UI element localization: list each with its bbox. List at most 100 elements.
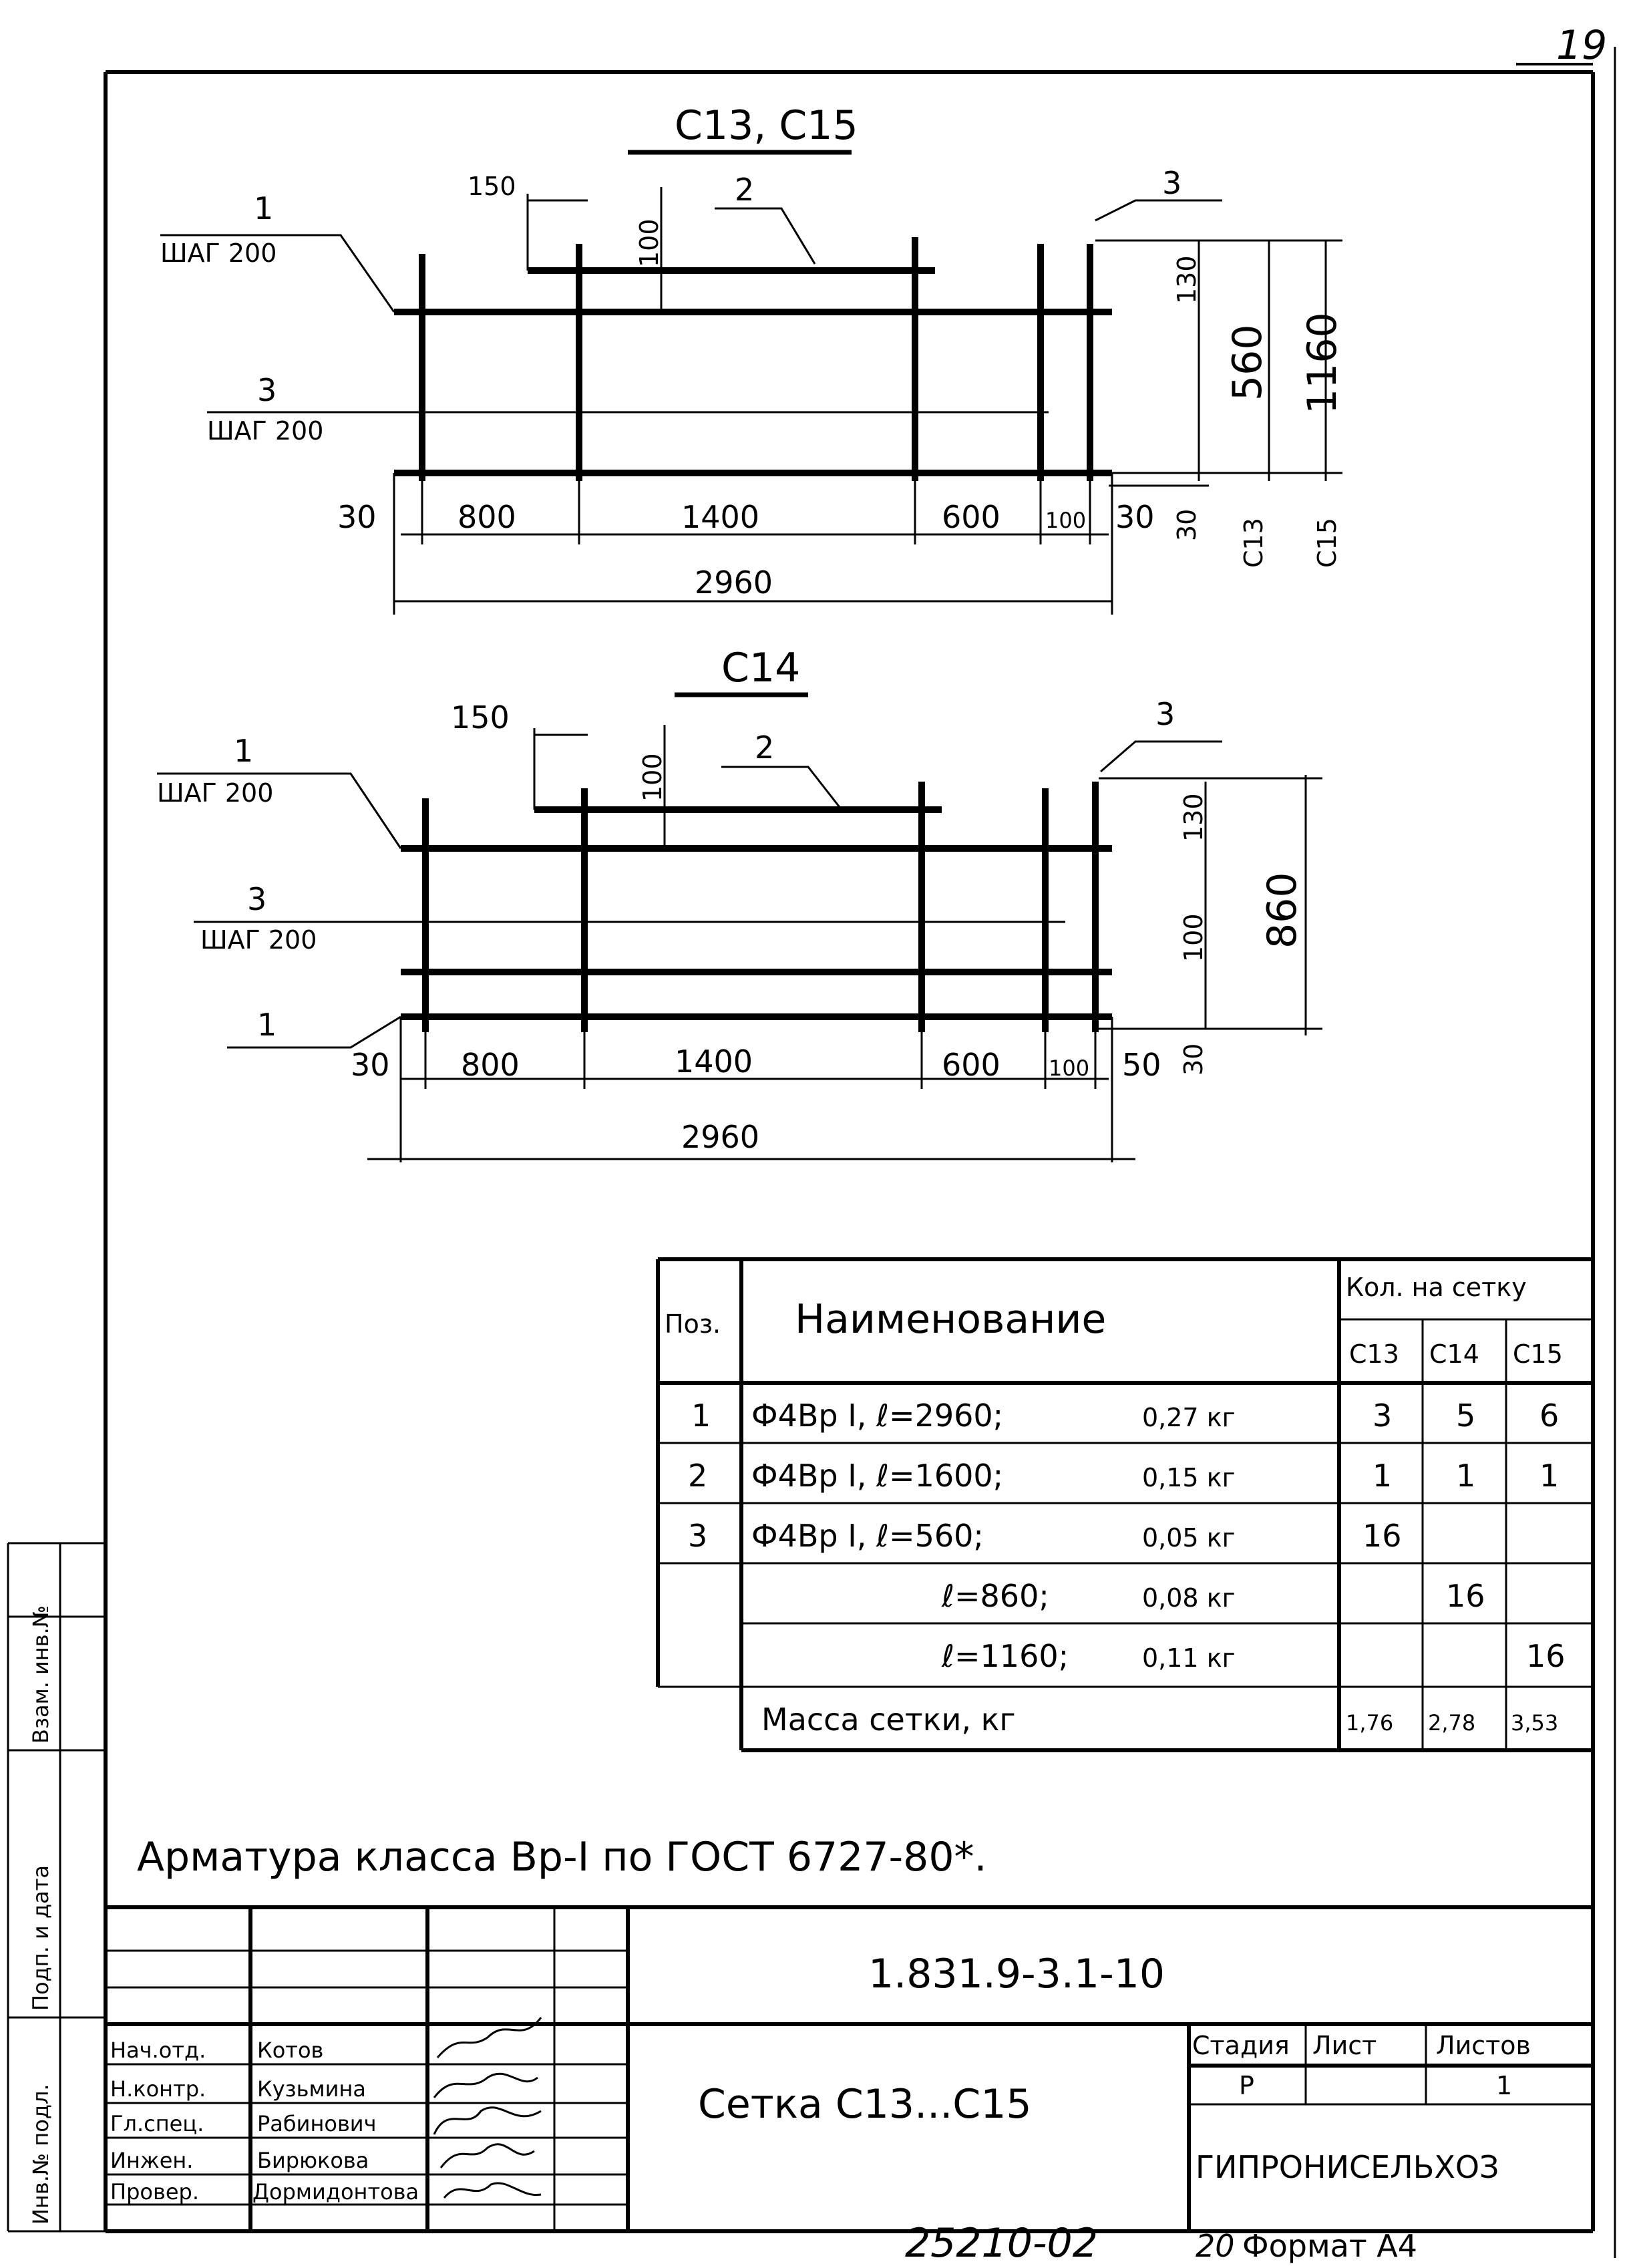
signature: [436, 2017, 542, 2058]
cell-c13: 16: [1362, 1518, 1402, 1554]
total-c15: 3,53: [1511, 1710, 1558, 1736]
tag-c13: С13: [1239, 518, 1268, 568]
label-pos1: 1: [234, 733, 253, 769]
dim-130: 130: [1172, 255, 1202, 304]
stage-value: Р: [1239, 2071, 1254, 2100]
cell-name: Ф4Вр I, ℓ=1600;: [751, 1458, 1003, 1494]
dim-130: 130: [1179, 793, 1208, 842]
title-block: 1.831.9-3.1-10 Сетка С13...С15 Стадия Ли…: [106, 1905, 1593, 2231]
staff-role: Гл.спец.: [110, 2111, 204, 2136]
side-stamp: Инв.№ подл. Подп. и дата Взам. инв.№: [7, 1542, 106, 2233]
signature: [433, 2106, 542, 2135]
label-pos3-top: 3: [1162, 165, 1181, 201]
tag-c15: С15: [1312, 518, 1342, 568]
sheets-value: 1: [1496, 2071, 1512, 2100]
dim-600: 600: [942, 1047, 1000, 1083]
mesh-rebars: [394, 237, 1112, 481]
table-row: 3 Ф4Вр I, ℓ=560; 0,05 кг 16: [688, 1518, 1402, 1554]
cell-pos: 2: [688, 1458, 707, 1494]
staff-name: Котов: [257, 2038, 323, 2063]
header-c15: С15: [1513, 1339, 1563, 1369]
cell-name: ℓ=860;: [941, 1578, 1049, 1614]
dim-1400: 1400: [681, 499, 759, 535]
label-pos2: 2: [735, 172, 754, 208]
label-pos3-top: 3: [1155, 696, 1175, 732]
dim-860: 860: [1259, 872, 1306, 949]
dimension-lines: [393, 187, 1342, 615]
cell-mass: 0,08 кг: [1142, 1583, 1236, 1613]
signature: [433, 2072, 538, 2098]
dim-100-right: 100: [1045, 508, 1086, 533]
dim-30-vertical: 30: [1172, 509, 1202, 541]
general-note: Арматура класса Вр-I по ГОСТ 6727-80*.: [137, 1834, 987, 1881]
cell-mass: 0,05 кг: [1142, 1523, 1236, 1553]
dim-50-right: 50: [1122, 1047, 1161, 1083]
cell-name: ℓ=1160;: [941, 1638, 1069, 1674]
sheets-label: Листов: [1436, 2031, 1531, 2060]
cell-mass: 0,27 кг: [1142, 1403, 1236, 1432]
signatures: [433, 2017, 542, 2199]
cell-c14: 5: [1456, 1398, 1475, 1434]
dim-150: 150: [451, 699, 510, 736]
cell-c13: 1: [1373, 1458, 1392, 1494]
document-name: Сетка С13...С15: [698, 2081, 1032, 2128]
dim-total: 2960: [695, 564, 773, 601]
label-pos3-step: ШАГ 200: [200, 925, 317, 955]
header-c14: С14: [1429, 1339, 1479, 1369]
dim-total: 2960: [681, 1119, 759, 1155]
table-row: 2 Ф4Вр I, ℓ=1600; 0,15 кг 1 1 1: [688, 1458, 1559, 1494]
cell-c15: 1: [1539, 1458, 1559, 1494]
dim-600: 600: [942, 499, 1000, 535]
staff-name: Рабинович: [257, 2111, 377, 2136]
podp-data-label: Подп. и дата: [28, 1865, 53, 2011]
dim-30-left: 30: [351, 1047, 390, 1083]
dim-30-left: 30: [337, 499, 377, 535]
cell-mass: 0,15 кг: [1142, 1463, 1236, 1492]
sheet-frame: [104, 47, 1616, 2258]
label-pos3: 3: [247, 881, 266, 917]
table-row: ℓ=860; 0,08 кг 16: [941, 1578, 1485, 1614]
mesh-rebars: [401, 782, 1112, 1032]
drawing-c13-c15: С13, С15 1 ШАГ 200 2 3 3 ШАГ 200: [160, 102, 1346, 615]
staff-role: Н.контр.: [110, 2076, 206, 2102]
leader-lines: [157, 740, 1222, 1049]
label-pos1: 1: [254, 190, 273, 226]
staff-name: Дормидонтова: [252, 2179, 419, 2205]
header-name: Наименование: [795, 1296, 1106, 1343]
spec-table: Поз. Наименование Кол. на сетку С13 С14 …: [656, 1257, 1593, 1752]
format-label: Формат А4: [1242, 2228, 1417, 2264]
staff-role: Нач.отд.: [110, 2038, 206, 2063]
total-c13: 1,76: [1346, 1710, 1393, 1736]
staff-name: Кузьмина: [257, 2076, 366, 2102]
table-total-row: Масса сетки, кг 1,76 2,78 3,53: [761, 1702, 1558, 1738]
signature: [439, 2143, 535, 2168]
cell-mass: 0,11 кг: [1142, 1643, 1236, 1673]
archive-number: 25210-02: [905, 2220, 1098, 2265]
dim-30-right: 30: [1115, 499, 1155, 535]
staff-role: Провер.: [110, 2179, 199, 2205]
drawing-c14: С14 1 ШАГ 200 2 3 3 ШАГ 200 1: [157, 645, 1322, 1162]
label-pos3-step: ШАГ 200: [207, 416, 323, 446]
label-pos1-step: ШАГ 200: [157, 778, 273, 808]
dim-150: 150: [468, 172, 516, 201]
sheet-ref: 20: [1196, 2228, 1235, 2264]
header-qty: Кол. на сетку: [1346, 1273, 1527, 1302]
stage-label: Стадия: [1192, 2031, 1290, 2060]
dim-1400: 1400: [675, 1043, 753, 1080]
signature: [443, 2182, 542, 2199]
dim-100: 100: [638, 753, 667, 802]
designation: 1.831.9-3.1-10: [868, 1951, 1165, 1997]
table-grid: [656, 1257, 1593, 1752]
leader-lines: [160, 199, 1222, 414]
cell-c13: 3: [1373, 1398, 1392, 1434]
dim-100-mid: 100: [1179, 913, 1208, 962]
drawing-title: С13, С15: [675, 102, 858, 149]
cell-pos: 1: [691, 1398, 711, 1434]
dim-100: 100: [634, 218, 664, 267]
cell-name: Ф4Вр I, ℓ=2960;: [751, 1398, 1003, 1434]
dimension-lines: [367, 725, 1322, 1162]
organization: ГИПРОНИСЕЛЬХОЗ: [1196, 2149, 1499, 2185]
vzam-label: Взам. инв.№: [28, 1605, 53, 1744]
cell-c15: 6: [1539, 1398, 1559, 1434]
table-row: ℓ=1160; 0,11 кг 16: [941, 1638, 1566, 1674]
